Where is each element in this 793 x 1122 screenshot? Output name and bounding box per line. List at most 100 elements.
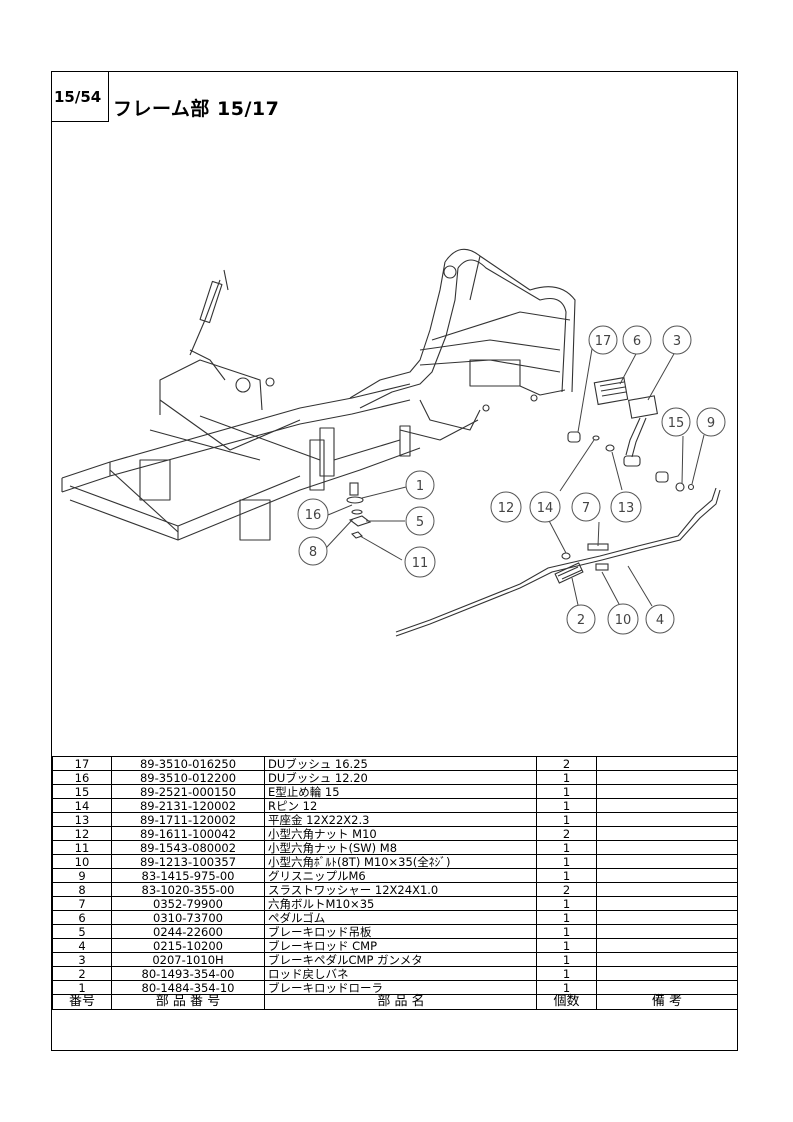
callout-14: 14 <box>529 491 561 523</box>
cell-remarks <box>596 784 738 799</box>
cell-no: 11 <box>52 840 112 855</box>
page-number-box <box>51 71 109 122</box>
cell-no: 13 <box>52 812 112 827</box>
callout-labels: 17 6 3 15 9 1 16 5 8 11 12 14 7 13 2 10 … <box>297 325 726 635</box>
cell-part-number: 89-3510-012200 <box>111 770 265 785</box>
page-title: フレーム部 15/17 <box>113 98 280 120</box>
header-remarks: 備 考 <box>596 994 738 1010</box>
cell-part-number: 89-1543-080002 <box>111 840 265 855</box>
cell-part-name: スラストワッシャー 12X24X1.0 <box>264 882 537 897</box>
svg-text:14: 14 <box>537 501 554 516</box>
header-no: 番号 <box>52 994 112 1010</box>
svg-text:17: 17 <box>595 334 612 349</box>
header-part-number: 部 品 番 号 <box>111 994 265 1010</box>
cell-remarks <box>596 868 738 883</box>
cell-remarks <box>596 938 738 953</box>
cell-remarks <box>596 882 738 897</box>
svg-text:6: 6 <box>633 334 641 349</box>
cell-part-number: 0207-1010H <box>111 952 265 967</box>
cell-no: 12 <box>52 826 112 841</box>
cell-quantity: 1 <box>536 896 597 911</box>
cell-remarks <box>596 756 738 771</box>
callout-6: 6 <box>622 325 652 355</box>
callout-9: 9 <box>696 407 726 437</box>
svg-text:10: 10 <box>615 613 632 628</box>
cell-remarks <box>596 924 738 939</box>
cell-part-name: DUブッシュ 12.20 <box>264 770 537 785</box>
cell-quantity: 1 <box>536 980 597 995</box>
cell-quantity: 1 <box>536 840 597 855</box>
cell-no: 7 <box>52 896 112 911</box>
cell-no: 8 <box>52 882 112 897</box>
cell-no: 1 <box>52 980 112 995</box>
cell-part-name: ブレーキロッド吊板 <box>264 924 537 939</box>
callout-16: 16 <box>297 498 329 530</box>
cell-part-name: 六角ボルトM10×35 <box>264 896 537 911</box>
cell-no: 9 <box>52 868 112 883</box>
svg-text:12: 12 <box>498 501 515 516</box>
cell-quantity: 1 <box>536 924 597 939</box>
cell-no: 16 <box>52 770 112 785</box>
callout-3: 3 <box>662 325 692 355</box>
callout-1: 1 <box>405 470 435 500</box>
cell-quantity: 1 <box>536 812 597 827</box>
svg-text:8: 8 <box>309 545 317 560</box>
cell-part-name: ペダルゴム <box>264 910 537 925</box>
svg-text:4: 4 <box>656 613 664 628</box>
callout-8: 8 <box>298 536 328 566</box>
callout-7: 7 <box>571 492 601 522</box>
cell-remarks <box>596 798 738 813</box>
brake-parts-drawing <box>346 376 721 637</box>
cell-remarks <box>596 896 738 911</box>
cell-no: 6 <box>52 910 112 925</box>
cell-quantity: 1 <box>536 798 597 813</box>
cell-quantity: 1 <box>536 770 597 785</box>
svg-text:7: 7 <box>582 501 590 516</box>
cell-quantity: 1 <box>536 938 597 953</box>
cell-remarks <box>596 826 738 841</box>
cell-no: 4 <box>52 938 112 953</box>
callout-2: 2 <box>566 604 596 634</box>
cell-remarks <box>596 854 738 869</box>
cell-part-name: E型止め輪 15 <box>264 784 537 799</box>
page-number: 15/54 <box>54 88 102 106</box>
cell-quantity: 1 <box>536 784 597 799</box>
cell-part-number: 89-2521-000150 <box>111 784 265 799</box>
cell-part-name: 平座金 12X22X2.3 <box>264 812 537 827</box>
page-frame <box>51 71 738 1051</box>
cell-remarks <box>596 980 738 995</box>
callout-12: 12 <box>490 491 522 523</box>
cell-part-number: 80-1493-354-00 <box>111 966 265 981</box>
callout-10: 10 <box>607 603 639 635</box>
cell-remarks <box>596 966 738 981</box>
svg-text:5: 5 <box>416 515 424 530</box>
cell-part-number: 0244-22600 <box>111 924 265 939</box>
cell-part-name: 小型六角ナット M10 <box>264 826 537 841</box>
cell-no: 17 <box>52 756 112 771</box>
cell-quantity: 1 <box>536 854 597 869</box>
cell-remarks <box>596 910 738 925</box>
cell-remarks <box>596 952 738 967</box>
callout-17: 17 <box>588 325 618 355</box>
cell-part-number: 83-1020-355-00 <box>111 882 265 897</box>
cell-remarks <box>596 840 738 855</box>
callout-15: 15 <box>661 407 691 437</box>
cell-part-number: 89-1611-100042 <box>111 826 265 841</box>
cell-quantity: 1 <box>536 952 597 967</box>
exploded-parts-diagram: 17 6 3 15 9 1 16 5 8 11 12 14 7 13 2 10 … <box>61 248 726 637</box>
callout-13: 13 <box>610 491 642 523</box>
header-quantity: 個数 <box>536 994 597 1010</box>
cell-no: 5 <box>52 924 112 939</box>
cell-quantity: 1 <box>536 868 597 883</box>
cell-no: 3 <box>52 952 112 967</box>
cell-part-name: ブレーキペダルCMP ガンメタ <box>264 952 537 967</box>
